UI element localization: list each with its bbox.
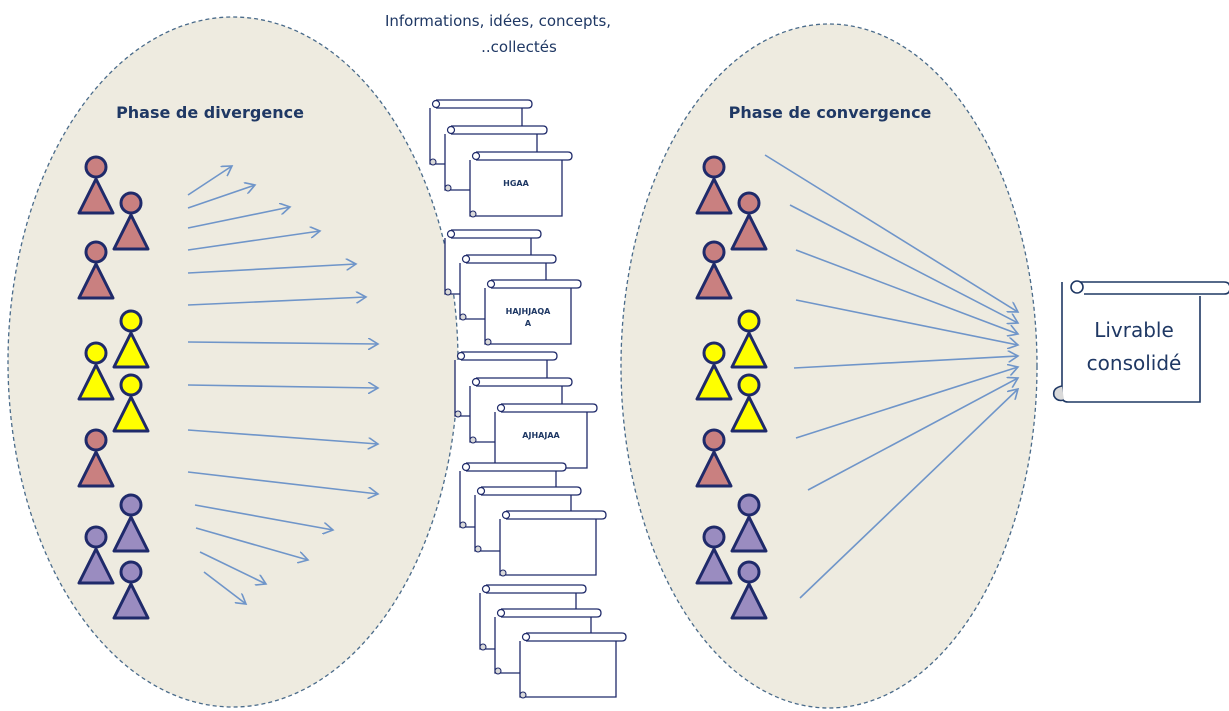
arrow bbox=[195, 527, 308, 560]
scroll-document bbox=[499, 510, 607, 577]
document-label: HAJHJAQA bbox=[506, 307, 552, 316]
arrow bbox=[187, 185, 255, 209]
arrow bbox=[764, 154, 1018, 312]
arrow bbox=[194, 504, 333, 530]
person-icon bbox=[695, 155, 733, 215]
convergence-people bbox=[695, 155, 768, 620]
arrow bbox=[187, 297, 366, 306]
scroll-document bbox=[494, 403, 598, 470]
convergence-arrows bbox=[764, 154, 1018, 599]
arrow bbox=[795, 299, 1018, 345]
person-icon bbox=[695, 240, 733, 300]
arrow bbox=[799, 389, 1018, 599]
person-icon bbox=[112, 191, 150, 251]
arrow bbox=[199, 551, 266, 584]
divergence-people bbox=[77, 155, 150, 620]
person-icon bbox=[730, 191, 768, 251]
scroll-document bbox=[469, 151, 573, 218]
person-icon bbox=[77, 525, 115, 585]
person-icon bbox=[112, 493, 150, 553]
person-icon bbox=[77, 155, 115, 215]
divergence-title: Phase de divergence bbox=[116, 103, 304, 122]
arrow bbox=[187, 471, 378, 494]
document-label: HGAA bbox=[503, 179, 529, 188]
arrow bbox=[187, 264, 356, 274]
arrow bbox=[793, 356, 1018, 369]
person-icon bbox=[112, 560, 150, 620]
arrow bbox=[807, 378, 1018, 491]
person-icon bbox=[695, 428, 733, 488]
person-icon bbox=[77, 341, 115, 401]
person-icon bbox=[730, 560, 768, 620]
document-label: AJHAJAA bbox=[522, 431, 560, 440]
person-icon bbox=[730, 493, 768, 553]
deliverable-line2: consolidé bbox=[1087, 351, 1182, 375]
arrow bbox=[187, 231, 320, 251]
arrow bbox=[187, 342, 378, 344]
arrow bbox=[187, 385, 378, 388]
divergence-arrows bbox=[187, 166, 378, 604]
center-title-line1: Informations, idées, concepts, bbox=[385, 12, 611, 30]
person-icon bbox=[730, 373, 768, 433]
person-icon bbox=[730, 309, 768, 369]
person-icon bbox=[112, 309, 150, 369]
person-icon bbox=[77, 428, 115, 488]
arrow bbox=[187, 207, 290, 229]
deliverable-scroll: Livrable consolidé bbox=[1052, 280, 1229, 403]
arrow bbox=[795, 367, 1018, 439]
center-title-line2: ..collectés bbox=[481, 38, 557, 56]
person-icon bbox=[112, 373, 150, 433]
arrow bbox=[187, 429, 378, 444]
person-icon bbox=[77, 240, 115, 300]
arrow bbox=[187, 166, 232, 196]
scroll-document bbox=[484, 279, 582, 346]
person-icon bbox=[695, 341, 733, 401]
arrow bbox=[203, 571, 246, 604]
scroll-document bbox=[519, 632, 627, 699]
deliverable-line1: Livrable bbox=[1094, 318, 1174, 342]
arrow bbox=[789, 204, 1018, 323]
collected-documents: HGAA HAJHJAQA A AJHAJAA bbox=[429, 99, 627, 699]
arrow bbox=[795, 249, 1018, 334]
document-label: A bbox=[525, 319, 532, 328]
convergence-title: Phase de convergence bbox=[729, 103, 932, 122]
person-icon bbox=[695, 525, 733, 585]
